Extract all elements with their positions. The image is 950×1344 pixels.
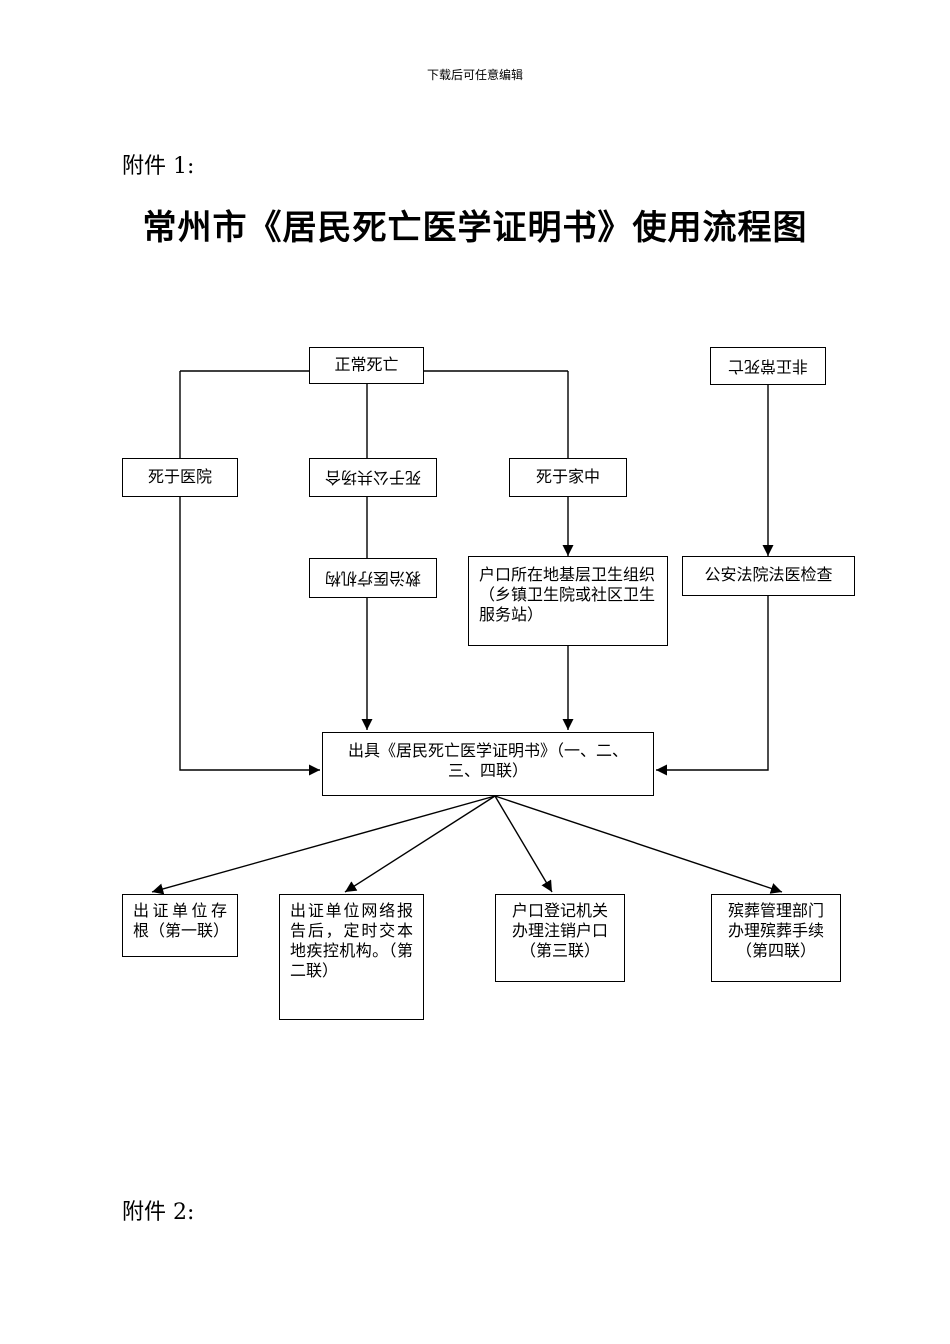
connector-cert-to-copy1 [151, 795, 496, 895]
node-copy-1: 出证单位存根（第一联） [122, 894, 238, 957]
node-copy-2-label: 出证单位网络报告后，定时交本地疾控机构。（第二联） [290, 901, 413, 980]
node-issue-certificate: 出具《居民死亡医学证明书》（一、二、三、四联） [322, 732, 654, 796]
node-community-health-org: 户口所在地基层卫生组织（乡镇卫生院或社区卫生服务站） [468, 556, 668, 646]
connector-cert-to-copy2 [344, 795, 496, 893]
header-note: 下载后可任意编辑 [426, 68, 523, 82]
node-normal-death: 正常死亡 [309, 347, 424, 384]
node-abnormal-death: 非正常死亡 [710, 347, 826, 385]
node-died-in-public-place-label: 死于公共场合 [325, 468, 422, 487]
connector-cert-to-copy3 [494, 795, 553, 893]
node-copy-1-label: 出证单位存根（第一联） [133, 901, 230, 940]
node-police-forensic-exam: 公安法院法医检查 [682, 556, 855, 596]
node-copy-2: 出证单位网络报告后，定时交本地疾控机构。（第二联） [279, 894, 424, 1020]
node-police-forensic-exam-label: 公安法院法医检查 [704, 565, 833, 584]
connector-hospital-to-cert [179, 497, 320, 776]
page-title: 常州市《居民死亡医学证明书》使用流程图 [142, 208, 808, 248]
node-issue-certificate-label: 出具《居民死亡医学证明书》（一、二、三、四联） [347, 741, 628, 780]
node-died-at-home-label: 死于家中 [535, 467, 600, 486]
node-copy-4-label: 殡葬管理部门办理殡葬手续（第四联） [727, 901, 824, 960]
node-copy-3: 户口登记机关办理注销户口（第三联） [495, 894, 625, 982]
node-emergency-institution-label: 救治医疗机构 [325, 569, 422, 588]
node-copy-3-label: 户口登记机关办理注销户口（第三联） [511, 901, 608, 960]
node-died-at-home: 死于家中 [509, 458, 627, 497]
node-community-health-org-label: 户口所在地基层卫生组织（乡镇卫生院或社区卫生服务站） [479, 565, 656, 624]
attachment-2-label: 附件 2: [122, 1200, 195, 1225]
node-copy-4: 殡葬管理部门办理殡葬手续（第四联） [711, 894, 841, 982]
node-normal-death-label: 正常死亡 [334, 355, 399, 374]
node-emergency-institution: 救治医疗机构 [309, 558, 437, 598]
attachment-1-label: 附件 1: [122, 154, 195, 179]
connector-police-to-cert [656, 596, 769, 776]
node-abnormal-death-label: 非正常死亡 [728, 357, 809, 376]
node-died-in-hospital: 死于医院 [122, 458, 238, 497]
node-died-in-public-place: 死于公共场合 [309, 458, 437, 497]
node-died-in-hospital-label: 死于医院 [147, 467, 212, 486]
connector-cert-to-copy4 [494, 795, 783, 894]
